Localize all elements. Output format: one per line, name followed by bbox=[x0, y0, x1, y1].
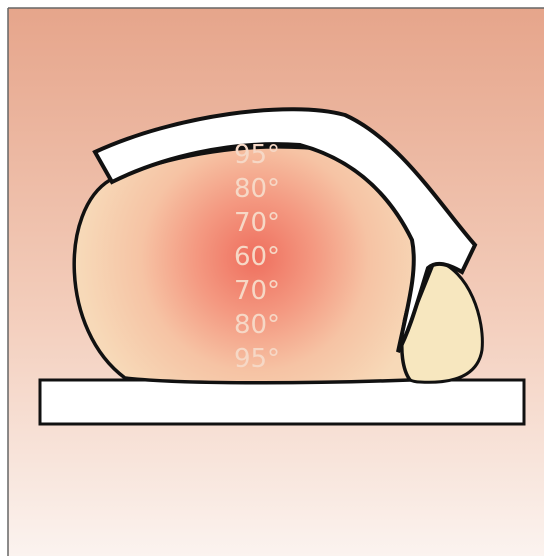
temperature-label: 80° bbox=[234, 174, 280, 204]
temperature-label: 80° bbox=[234, 310, 280, 340]
cutting-board bbox=[40, 380, 524, 424]
temperature-label: 70° bbox=[234, 208, 280, 238]
temperature-label: 60° bbox=[234, 242, 280, 272]
temperature-label: 95° bbox=[234, 140, 280, 170]
temperature-labels: 95° 80° 70° 60° 70° 80° 95° bbox=[234, 140, 280, 374]
temperature-label: 70° bbox=[234, 276, 280, 306]
temperature-label: 95° bbox=[234, 344, 280, 374]
